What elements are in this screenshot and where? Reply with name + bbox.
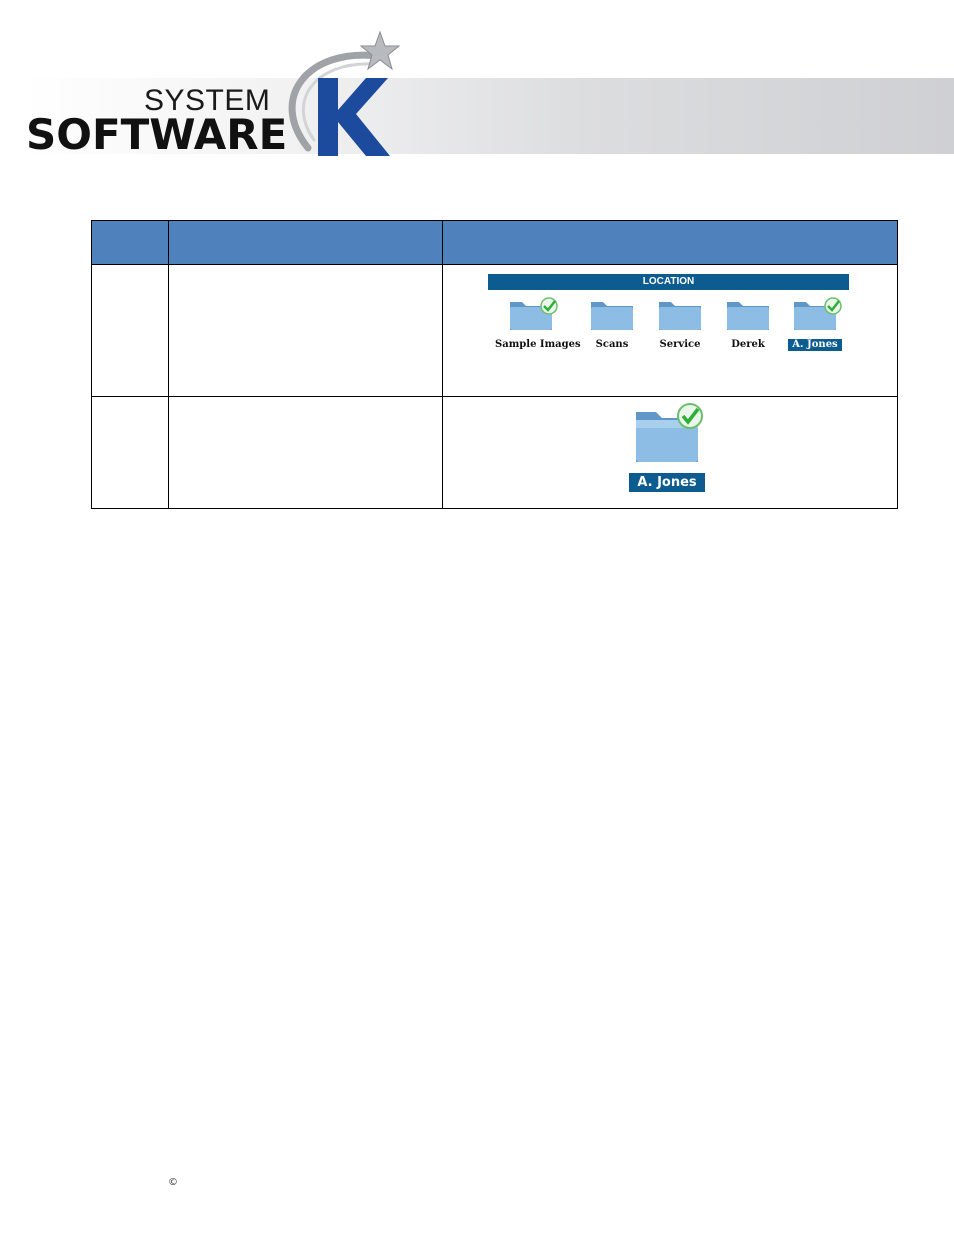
table-row	[91, 396, 899, 509]
copyright-symbol: ©	[168, 1177, 178, 1188]
folder-a-jones-large[interactable]: A. Jones	[626, 402, 708, 494]
table-cell	[167, 396, 443, 509]
table-header-cell-illustration	[441, 220, 899, 265]
folder-label: Scans	[595, 339, 629, 350]
folder-scans[interactable]: Scans	[572, 296, 652, 358]
folder-label: Service	[659, 339, 701, 350]
folder-icon	[591, 302, 633, 330]
folder-icon	[636, 403, 703, 462]
folder-icon	[510, 297, 558, 330]
folder-label: Derek	[731, 339, 765, 350]
folder-label-selected: A. Jones	[788, 339, 842, 351]
folder-service[interactable]: Service	[640, 296, 720, 358]
banner-gradient-band	[26, 78, 954, 154]
location-title-bar: LOCATION	[488, 274, 849, 290]
instruction-table	[91, 220, 899, 509]
folder-sample-images[interactable]: Sample Images	[491, 296, 581, 358]
folder-icon	[794, 297, 842, 330]
table-cell	[167, 264, 443, 397]
table-header-cell-step	[91, 220, 169, 265]
folder-a-jones[interactable]: A. Jones	[775, 296, 855, 358]
star-swoosh-icon	[288, 30, 401, 152]
table-header-row	[91, 220, 899, 265]
header-banner: SYSTEM SOFTWARE	[0, 0, 954, 160]
logo-software-text: SOFTWARE	[26, 110, 288, 159]
folder-derek[interactable]: Derek	[708, 296, 788, 358]
folder-icon	[659, 302, 701, 330]
folder-label-selected: A. Jones	[629, 473, 705, 492]
table-cell	[91, 264, 169, 397]
folder-label: Sample Images	[495, 339, 581, 350]
folder-icon	[727, 302, 769, 330]
table-cell	[91, 396, 169, 509]
logo-k-icon	[318, 78, 390, 156]
logo-system-text: SYSTEM	[144, 84, 271, 117]
table-header-cell-action	[167, 220, 443, 265]
